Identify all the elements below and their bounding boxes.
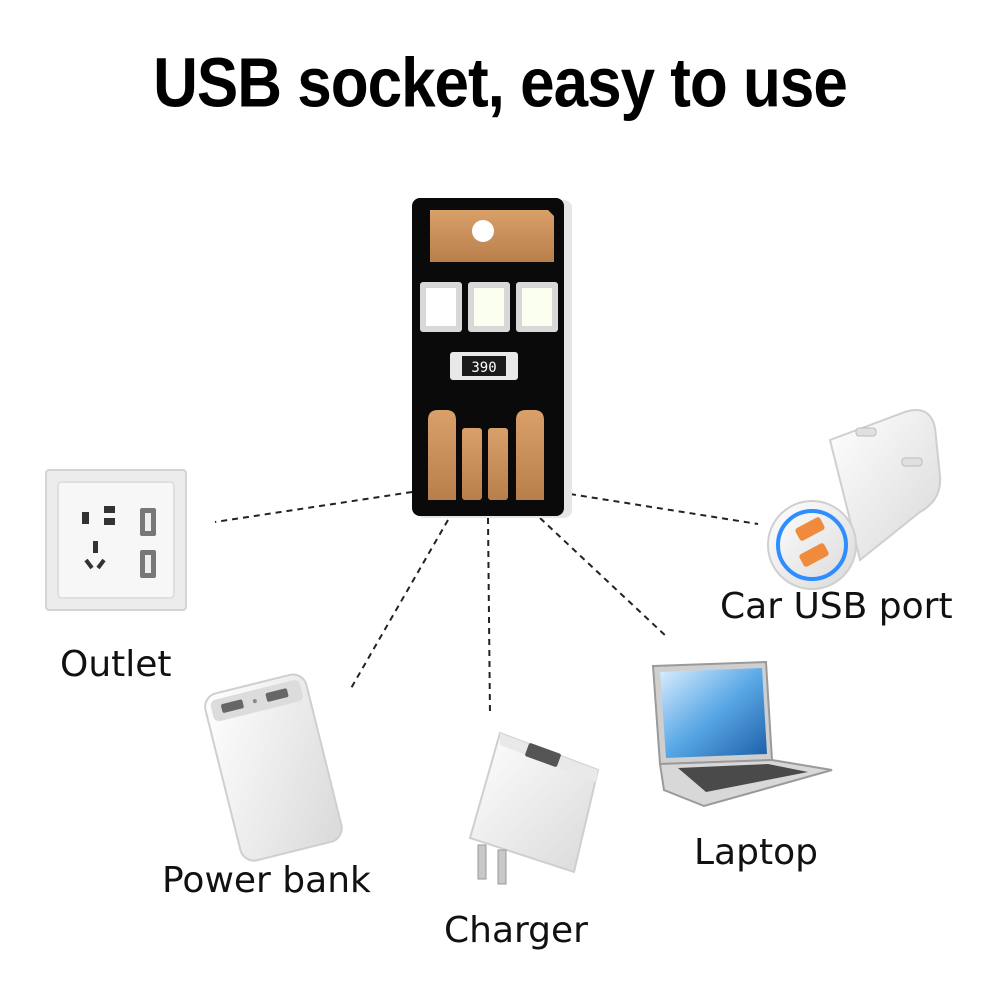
outlet-icon (45, 469, 187, 611)
hang-hole-icon (472, 220, 494, 242)
charger-icon (468, 731, 600, 885)
line-to-charger (487, 517, 491, 717)
line-to-laptop (539, 517, 669, 639)
usb-led-board: 390 (412, 198, 572, 518)
car-charger-icon (767, 409, 942, 590)
line-to-power-bank (349, 519, 449, 691)
line-to-outlet (214, 491, 413, 523)
label-outlet: Outlet (60, 644, 172, 685)
connector-lines (214, 491, 759, 717)
label-power-bank: Power bank (162, 860, 371, 901)
laptop-icon (651, 660, 833, 808)
line-to-car-usb (569, 493, 759, 525)
usb-contacts (428, 410, 544, 500)
label-laptop: Laptop (694, 832, 818, 873)
resistor-code: 390 (471, 360, 496, 376)
label-charger: Charger (444, 910, 588, 951)
page-title: USB socket, easy to use (153, 44, 848, 123)
led-chips (420, 282, 558, 332)
power-bank-icon (204, 673, 343, 862)
label-car-usb-port: Car USB port (720, 586, 953, 627)
